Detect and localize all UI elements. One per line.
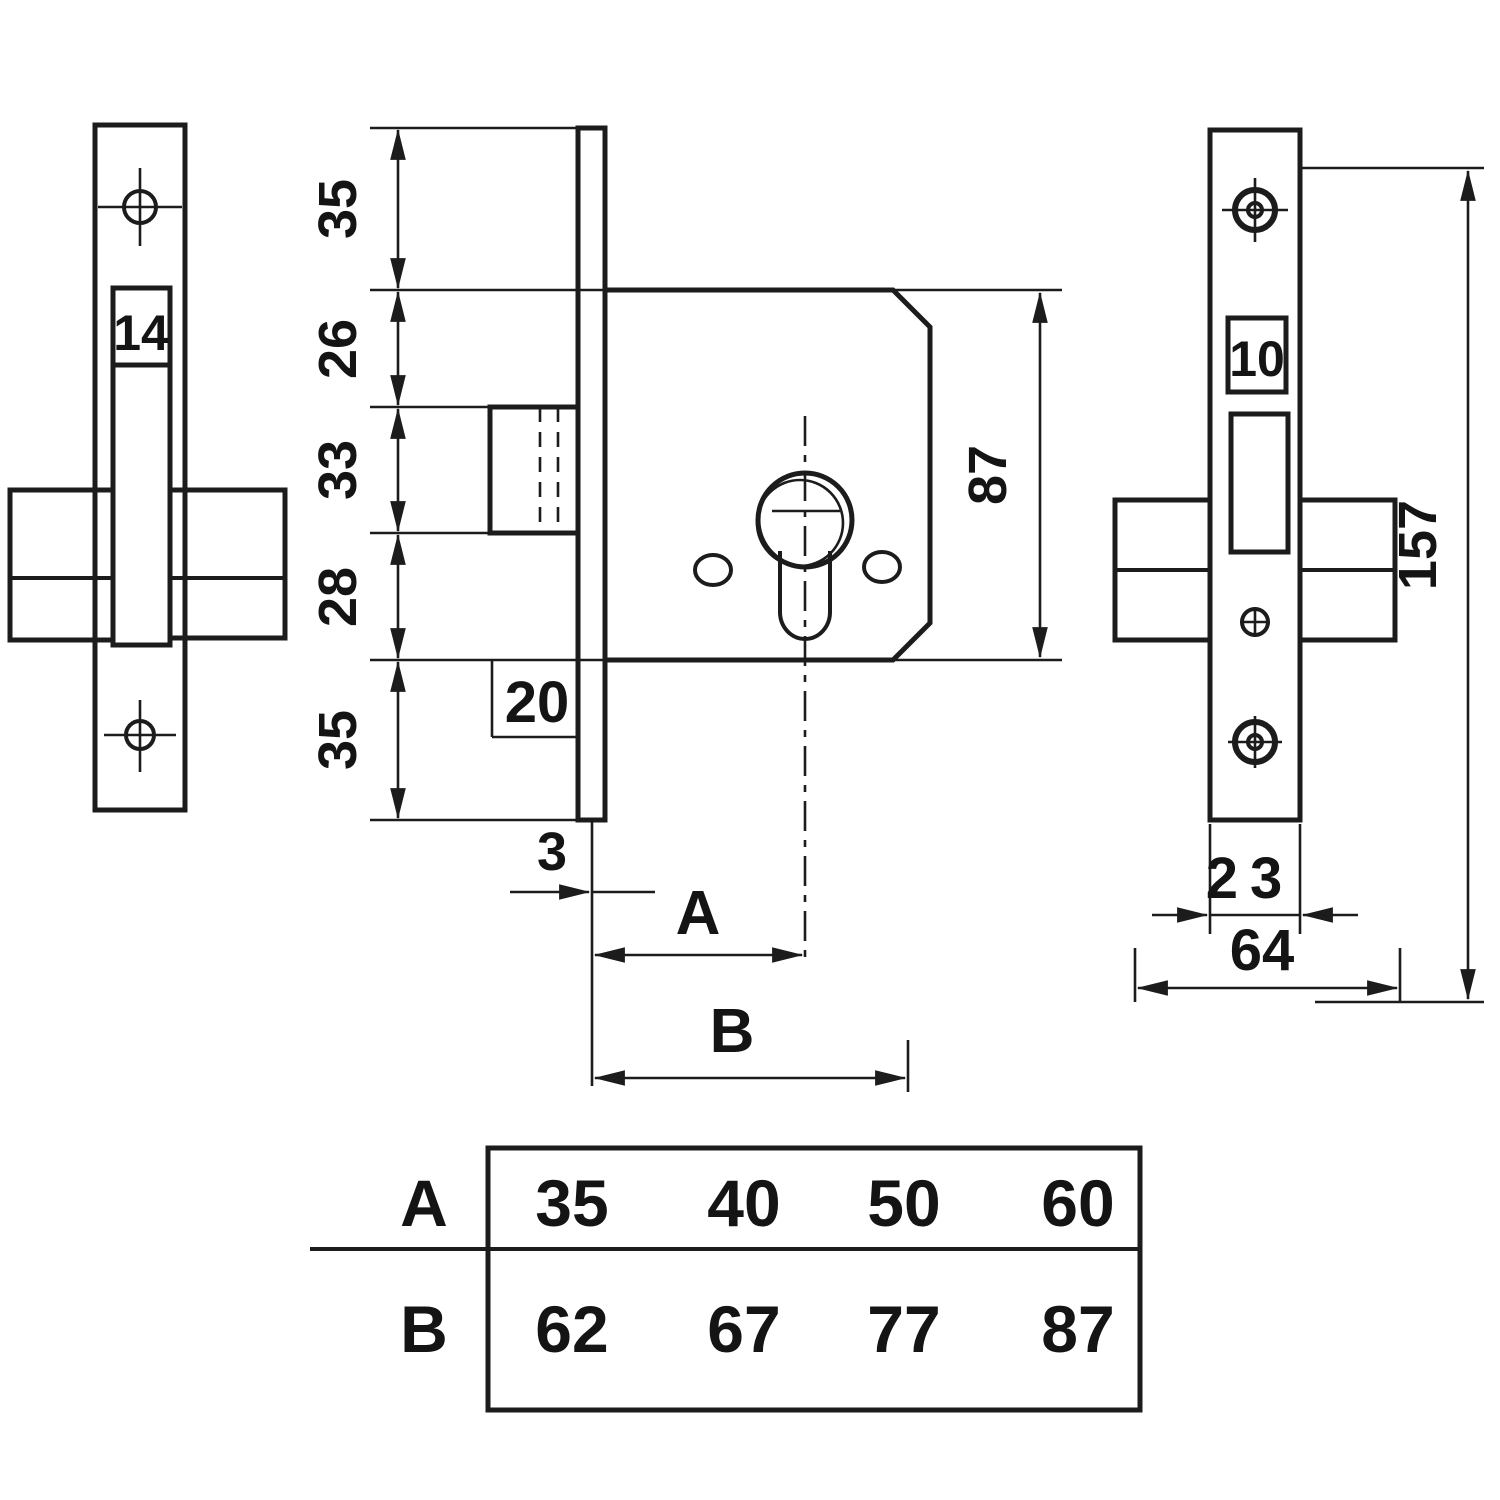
dim-28-label: 28	[308, 567, 368, 627]
side-bolt-width-label: 10	[1229, 331, 1285, 387]
fixing-hole-right	[862, 550, 902, 584]
table-row-b-label: B	[400, 1292, 448, 1366]
dim-26-label: 26	[308, 319, 368, 379]
fixing-hole-left	[693, 553, 733, 587]
section-bolt	[487, 404, 581, 536]
front-screw-hole-bottom	[124, 719, 156, 751]
front-view: 14	[7, 122, 288, 813]
side-screw-hole-bottom	[1232, 719, 1278, 765]
front-bolt	[110, 285, 173, 648]
side-screw-hole-bottom-center	[1246, 733, 1264, 751]
front-crossbar-right	[167, 487, 288, 641]
cylinder-circle-inner	[755, 478, 845, 568]
side-screw-hole-middle	[1240, 607, 1270, 637]
front-screw-hole-top	[122, 189, 158, 225]
dimension-table: A B 35 40 50 60 62 67 77 87	[310, 1145, 1143, 1413]
table-cell: 60	[1041, 1166, 1114, 1240]
side-bolt-label-box	[1225, 315, 1289, 395]
table-cell: 77	[867, 1292, 940, 1366]
table-cell: 50	[867, 1166, 940, 1240]
dim-inner-width-label: 23	[1206, 846, 1295, 911]
section-view: 20 35 26 33 28 35 87 3	[308, 125, 1062, 1092]
table-cell: 40	[707, 1166, 780, 1240]
dim-depth-label: B	[710, 997, 755, 1066]
table-cell: 87	[1041, 1292, 1114, 1366]
dim-35-bottom-label: 35	[308, 710, 368, 770]
side-screw-hole-top	[1232, 187, 1278, 233]
dim-total-height-label: 157	[1388, 500, 1448, 590]
side-screw-hole-top-center	[1246, 201, 1264, 219]
dim-body-height-label: 87	[958, 445, 1018, 505]
dim-35-top-label: 35	[308, 179, 368, 239]
lock-body	[605, 287, 933, 663]
side-faceplate	[1207, 127, 1303, 823]
cylinder-keyway	[778, 551, 832, 641]
side-view: 10 157 23 64	[1112, 127, 1484, 1004]
table-cell: 67	[707, 1292, 780, 1366]
front-bolt-width-label: 14	[113, 305, 169, 361]
section-faceplate	[575, 125, 608, 823]
side-bolt	[1228, 411, 1291, 555]
dim-backset-label: A	[676, 879, 721, 948]
table-cell: 62	[535, 1292, 608, 1366]
dim-total-width-label: 64	[1230, 918, 1295, 983]
table-cell: 35	[535, 1166, 608, 1240]
dim-bolt-width-label: 20	[505, 670, 570, 735]
front-faceplate	[92, 122, 188, 813]
dim-faceplate-thickness-label: 3	[537, 822, 567, 882]
front-crossbar-left	[7, 487, 116, 643]
table-row-a-label: A	[400, 1166, 448, 1240]
table-border	[485, 1145, 1143, 1413]
dim-33-label: 33	[308, 440, 368, 500]
